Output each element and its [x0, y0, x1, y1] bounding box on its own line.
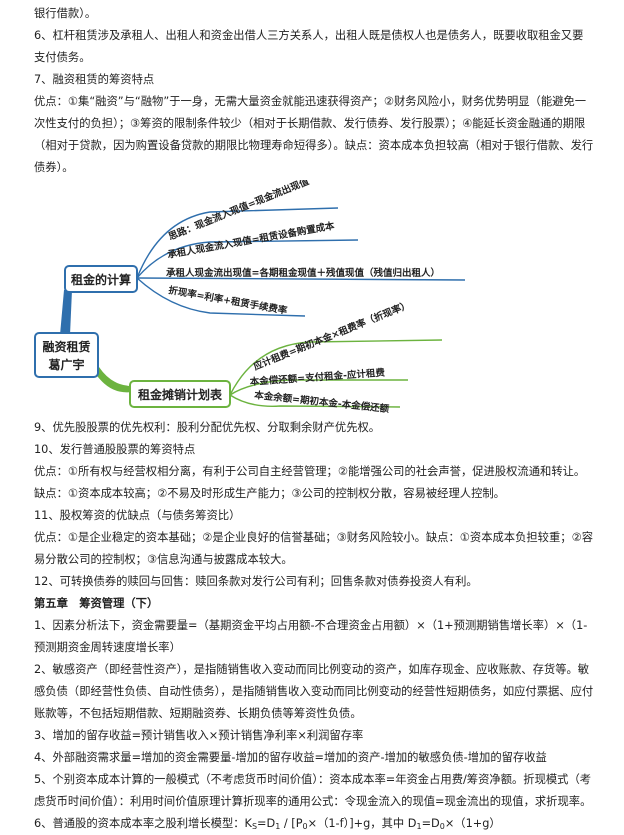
- paragraph: 4、外部融资需求量=增加的资金需要量-增加的留存收益=增加的资产-增加的敏感负债…: [34, 751, 547, 764]
- paragraph: 1、因素分析法下，资金需要量=（基期资金平均占用额-不合理资金占用额）×（1+预…: [34, 619, 588, 654]
- root-connector-calc: [60, 290, 72, 335]
- paragraph: 3、增加的留存收益=预计销售收入×预计销售净利率×利润留存率: [34, 729, 364, 742]
- paragraph: 银行借款）。: [34, 7, 97, 20]
- schedule-branches: [229, 339, 443, 408]
- paragraph: 2、敏感资产（即经营性资产），是指随销售收入变动而同比例变动的资产，如库存现金、…: [34, 663, 594, 720]
- root-node: [34, 332, 99, 378]
- schedule-item: 本金余额=期初本金-本金偿还额: [254, 389, 390, 415]
- paragraph: 9、优先股股票的优先权利：股利分配优先权、分取剩余财产优先权。: [34, 421, 381, 434]
- paragraph: 优点：①是企业稳定的资本基础；②是企业良好的信誉基础；③财务风险较小。缺点：①资…: [34, 531, 594, 566]
- calc-node: [64, 265, 138, 293]
- paragraph: 12、可转换债券的赎回与回售：赎回条款对发行公司有利；回售条款对债券投资人有利。: [34, 575, 478, 588]
- calc-branches: [136, 207, 466, 317]
- root-label-2: 葛广宇: [47, 357, 84, 372]
- bottom-text: 9、优先股股票的优先权利：股利分配优先权、分取剩余财产优先权。 10、发行普通股…: [34, 417, 594, 835]
- mindmap-image: 融资租赁 葛广宇 租金的计算 租金摊销计划表 思路：现金流入现值=现金流出现值 …: [34, 180, 466, 415]
- paragraph: 7、融资租赁的筹资特点: [34, 73, 155, 86]
- top-text: 银行借款）。 6、杠杆租赁涉及承租人、出租人和资金出借人三方关系人，出租人既是债…: [34, 3, 594, 179]
- root-connector-schedule: [95, 367, 132, 393]
- paragraph: 优点：①所有权与经营权相分离，有利于公司自主经营管理；②能增强公司的社会声誉，促…: [34, 465, 586, 500]
- formula-paragraph: 6、普通股的资本成本率之股利增长模型：KS=D1 / [P0×（1-f）]+g，…: [34, 817, 501, 831]
- schedule-item: 本金偿还额=支付租金-应计租费: [249, 367, 385, 388]
- calc-item: 折现率=利率+租赁手续费率: [167, 284, 288, 317]
- schedule-label: 租金摊销计划表: [138, 387, 223, 402]
- paragraph: 5、个别资本成本计算的一般模式（不考虑货币时间价值）：资本成本率=年资金占用费/…: [34, 773, 592, 808]
- paragraph: 10、发行普通股股票的筹资特点: [34, 443, 196, 456]
- paragraph: 6、杠杆租赁涉及承租人、出租人和资金出借人三方关系人，出租人既是债权人也是债务人…: [34, 29, 584, 64]
- calc-label: 租金的计算: [71, 272, 131, 287]
- paragraph: 11、股权筹资的优缺点（与债务筹资比）: [34, 509, 241, 522]
- calc-item: 承租人现金流出现值=各期租金现值＋残值现值（残值归出租人）: [166, 267, 440, 279]
- root-label-1: 融资租赁: [42, 339, 90, 354]
- chapter-heading: 第五章 筹资管理（下）: [34, 597, 159, 610]
- schedule-node: [129, 380, 231, 408]
- paragraph: 优点：①集“融资”与“融物”于一身，无需大量资金就能迅速获得资产；②财务风险小，…: [34, 95, 594, 174]
